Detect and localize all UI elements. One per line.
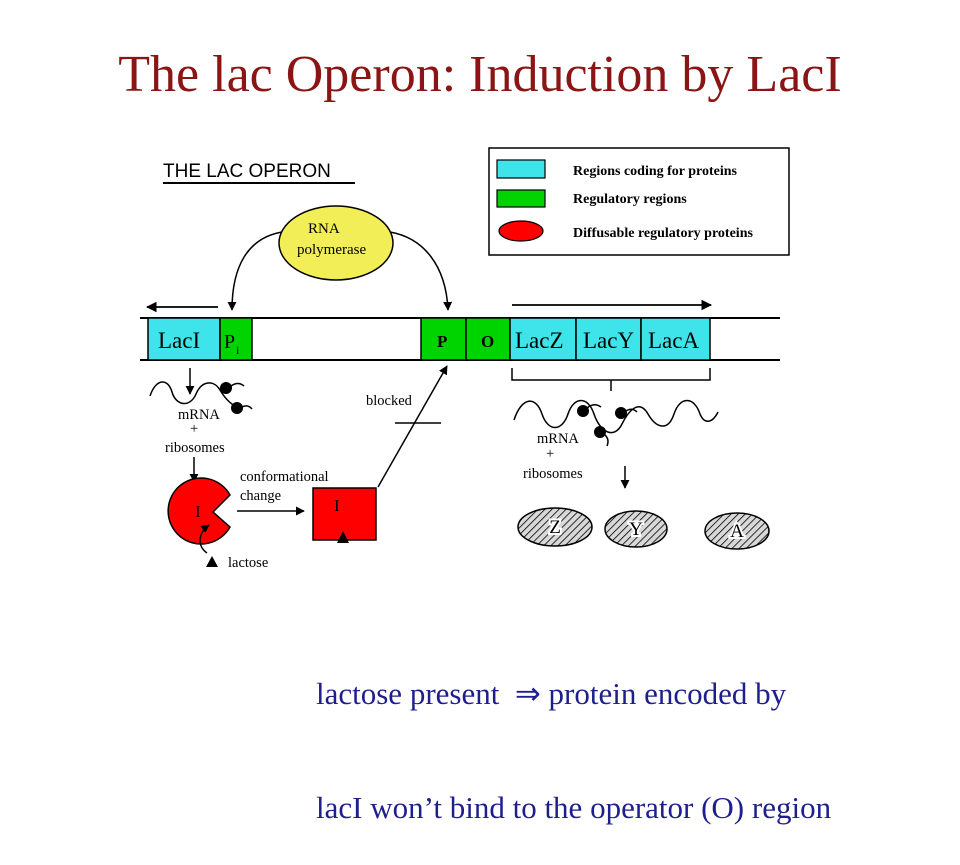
gene-lacA-label: LacA (648, 328, 699, 353)
right-ribosome-2 (594, 426, 606, 438)
legend-swatch-regulatory-region (496, 189, 546, 208)
left-polypeptide-1 (230, 382, 245, 387)
lactose-label: lactose (228, 555, 268, 571)
legend-label-regulatory-region: Regulatory regions (573, 192, 687, 207)
promoter-pi-subscript: i (236, 343, 240, 357)
operon-bracket (511, 368, 711, 381)
right-polypeptide-3 (625, 408, 638, 413)
slide-caption: lactose present ⇒ protein encoded by lac… (316, 599, 831, 865)
right-polypeptide-1 (586, 404, 602, 409)
polymerase-to-pi-arrow (227, 231, 283, 311)
protein-a-label: A (730, 521, 744, 542)
lac-operon-diagram: THE LAC OPERON Regions coding for protei… (140, 147, 790, 571)
caption-line-2: lacI won’t bind to the operator (O) regi… (316, 790, 832, 825)
right-ribosome-3 (615, 407, 627, 419)
polymerase-to-promoter-arrow (389, 231, 453, 311)
legend-swatch-regulatory-protein (498, 220, 544, 242)
promoter-p (420, 317, 467, 361)
lactose-binding-arrow (199, 524, 210, 554)
left-plus-label: + (190, 421, 198, 437)
gene-lacI-label: LacI (158, 328, 200, 353)
operon-mrna-strand (513, 399, 719, 434)
caption-line-1: lactose present ⇒ protein encoded by (316, 676, 787, 711)
rna-polymerase-label-line2: polymerase (297, 242, 366, 258)
protein-y-label: Y (629, 519, 643, 540)
promoter-pi (219, 317, 253, 361)
legend-label-regulatory-protein: Diffusable regulatory proteins (573, 226, 753, 241)
conformational-label: conformational (240, 469, 329, 485)
right-ribosome-1 (577, 405, 589, 417)
legend: Regions coding for proteins Regulatory r… (488, 147, 790, 256)
protein-z-label: Z (549, 517, 561, 538)
lacI-mrna-strand (149, 381, 241, 409)
diagram-heading: THE LAC OPERON (163, 161, 331, 182)
left-polypeptide-2 (241, 405, 253, 410)
right-polypeptide-2 (603, 433, 609, 447)
lac-repressor-inactive (312, 487, 377, 541)
rna-polymerase-label-line1: RNA (308, 221, 340, 237)
right-ribosomes-label: ribosomes (523, 466, 583, 482)
gene-lacA (640, 317, 711, 361)
lactose-triangle-icon (206, 556, 218, 567)
operator-o (465, 317, 511, 361)
gene-lacY (575, 317, 642, 361)
left-ribosome-2 (231, 402, 243, 414)
operator-o-label: O (481, 332, 494, 351)
protein-a (704, 512, 770, 550)
right-plus-label: + (546, 446, 554, 462)
blocked-label: blocked (366, 393, 413, 409)
bound-lactose-triangle-icon (337, 531, 349, 543)
right-mrna-label: mRNA (537, 431, 579, 447)
legend-label-coding-region: Regions coding for proteins (573, 164, 738, 179)
gene-lacZ (509, 317, 577, 361)
promoter-pi-label: P (224, 331, 235, 353)
gene-lacZ-label: LacZ (515, 328, 564, 353)
protein-z (517, 507, 593, 547)
slide-title: The lac Operon: Induction by LacI (118, 46, 842, 103)
rna-polymerase (278, 205, 394, 281)
gene-lacY-label: LacY (583, 328, 634, 353)
left-mrna-label: mRNA (178, 407, 220, 423)
legend-swatch-coding-region (496, 159, 546, 179)
promoter-p-label: P (437, 332, 447, 351)
lac-repressor-active (167, 477, 231, 545)
change-label: change (240, 488, 281, 504)
left-ribosome-1 (220, 382, 232, 394)
lac-repressor-active-label: I (195, 502, 201, 521)
blocked-binding-arrow (377, 365, 448, 488)
gene-lacI (147, 317, 221, 361)
protein-y (604, 510, 668, 548)
left-ribosomes-label: ribosomes (165, 440, 225, 456)
lac-repressor-inactive-label: I (334, 496, 340, 515)
